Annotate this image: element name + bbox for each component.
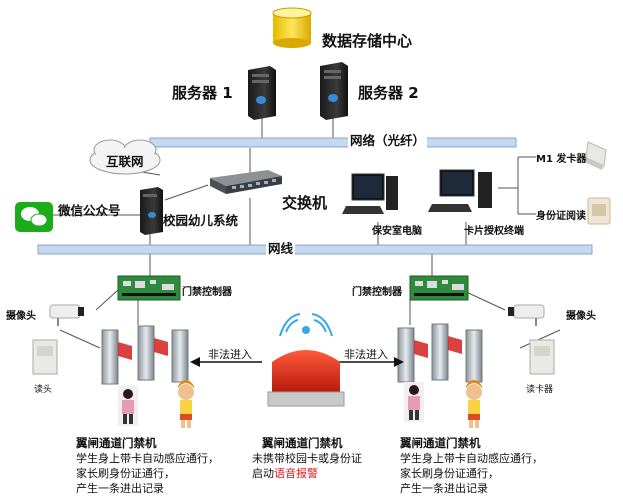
cable-network-label: 网线 [266,238,296,257]
caption-right: 翼闸通道门禁机 学生身上带卡自动感应通行， 家长刷身份证通行， 产生一条进出记录 [400,436,543,496]
student-photo-right [404,382,424,422]
caption-left: 翼闸通道门禁机 学生身上带卡自动感应通行， 家长刷身份证通行， 产生一条进出记录 [76,436,219,496]
caption-center-line1: 未携带校园卡或身份证 [252,452,362,465]
caption-right-title: 翼闸通道门禁机 [400,436,481,450]
id-reader-icon [587,197,611,225]
caption-left-line2: 家长刷身份证通行， [76,467,175,480]
fiber-network-bus [149,137,517,148]
server-2-icon [320,62,348,120]
camera-left-icon [49,304,84,326]
camera-right-icon [508,304,545,326]
turnstile-left-icon [101,325,189,385]
reader-right-label: 读卡器 [526,385,554,395]
m1-issuer-label: M1 发卡器 [536,154,587,165]
caption-center-prefix: 启动 [252,467,274,480]
arrow-left-icon [190,357,262,367]
caption-right-line1: 学生身上带卡自动感应通行， [400,452,543,465]
alarm-light-icon [267,313,345,407]
cartoon-child-left [178,380,194,428]
caption-right-line2: 家长刷身份证通行， [400,467,499,480]
server-2-label: 服务器 2 [358,84,419,102]
controller-left-label: 门禁控制器 [182,287,232,298]
connection-lines [52,115,561,349]
student-photo-left [118,386,138,426]
switch-label: 交换机 [282,194,328,212]
cartoon-child-right [466,380,482,428]
internet-cloud-icon [89,139,161,175]
caption-left-line3: 产生一条进出记录 [76,482,164,495]
controller-right-label: 门禁控制器 [352,287,402,298]
campus-system-server-icon [140,187,163,235]
access-controller-board-left [117,275,181,301]
caption-left-line1: 学生身上带卡自动感应通行， [76,452,219,465]
id-reader-label: 身份证阅读 [536,211,586,222]
wechat-label: 微信公众号 [58,203,121,218]
database-icon [272,7,312,48]
wechat-icon [15,202,53,232]
camera-right-label: 摄像头 [566,311,596,322]
voice-alarm-text: 语音报警 [274,467,318,480]
caption-center-line2: 启动语音报警 [252,466,362,481]
illegal-entry-right-label: 非法进入 [344,348,388,361]
card-reader-right-icon [529,339,555,375]
security-pc-label: 保安室电脑 [372,226,422,237]
card-reader-left-icon [32,339,58,375]
reader-left-label: 读头 [34,385,53,395]
illegal-entry-left-label: 非法进入 [208,348,252,361]
arrow-right-icon [334,357,404,367]
card-terminal-label: 卡片授权终端 [464,226,524,237]
m1-card-issuer-icon [584,141,607,170]
server-1-label: 服务器 1 [172,84,233,102]
card-terminal-pc-icon [428,169,492,212]
caption-center-title: 翼闸通道门禁机 [262,436,343,450]
turnstile-right-icon [397,323,483,383]
access-controller-board-right [409,275,469,301]
campus-system-label: 校园幼儿系统 [163,213,239,228]
server-1-icon [248,66,276,120]
fiber-network-label: 网络（光纤） [348,130,428,149]
caption-center: 翼闸通道门禁机 未携带校园卡或身份证 启动语音报警 [252,436,362,481]
caption-left-title: 翼闸通道门禁机 [76,436,157,450]
camera-left-label: 摄像头 [6,311,36,322]
caption-right-line3: 产生一条进出记录 [400,482,488,495]
switch-icon [210,170,282,194]
cable-network-bus [37,244,593,255]
data-center-label: 数据存储中心 [322,32,413,50]
internet-label: 互联网 [106,154,144,169]
security-pc-icon [342,173,398,214]
